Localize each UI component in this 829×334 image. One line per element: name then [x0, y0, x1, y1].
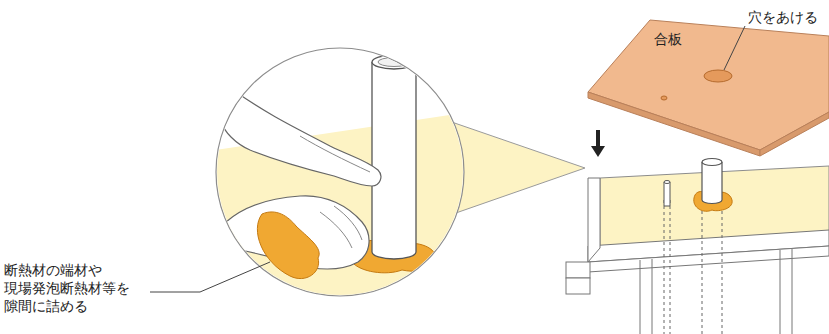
pipe-inner: [378, 58, 410, 67]
arrow-head: [591, 146, 605, 157]
guide-line: [664, 200, 665, 334]
floor-edge: [588, 178, 600, 262]
post: [652, 259, 653, 334]
guide-line: [702, 205, 703, 334]
plywood-hole: [704, 70, 732, 82]
part-name: 合板: [654, 30, 714, 48]
post: [780, 250, 781, 334]
finger-line: [320, 206, 362, 248]
pipe: [372, 62, 416, 259]
pipe: [702, 162, 722, 204]
plywood-hole: [661, 96, 667, 100]
bolt: [664, 182, 670, 206]
bolt-top: [664, 181, 670, 184]
floor-joist: [588, 246, 829, 272]
down-arrow: [596, 130, 600, 148]
finger-line: [300, 136, 370, 172]
post: [640, 260, 641, 334]
pipe-top: [372, 55, 416, 69]
insulation-scrap: [257, 212, 319, 279]
plywood-edge: [760, 112, 829, 156]
upper-hand: [220, 92, 381, 186]
guide-line: [670, 200, 671, 334]
plywood: [588, 20, 829, 150]
pipe-top: [702, 159, 722, 166]
guide-line: [722, 205, 723, 334]
foundation-block: [566, 278, 590, 294]
plywood-edge: [588, 92, 760, 156]
instruction-label: 穴をあける: [748, 8, 828, 26]
instruction-note: 断熱材の端材や 現場発泡断熱材等を 隙間に詰める: [4, 261, 144, 315]
leader-line: [150, 262, 270, 292]
foundation-block: [566, 262, 590, 278]
post: [792, 249, 793, 334]
leader-line: [724, 26, 745, 70]
